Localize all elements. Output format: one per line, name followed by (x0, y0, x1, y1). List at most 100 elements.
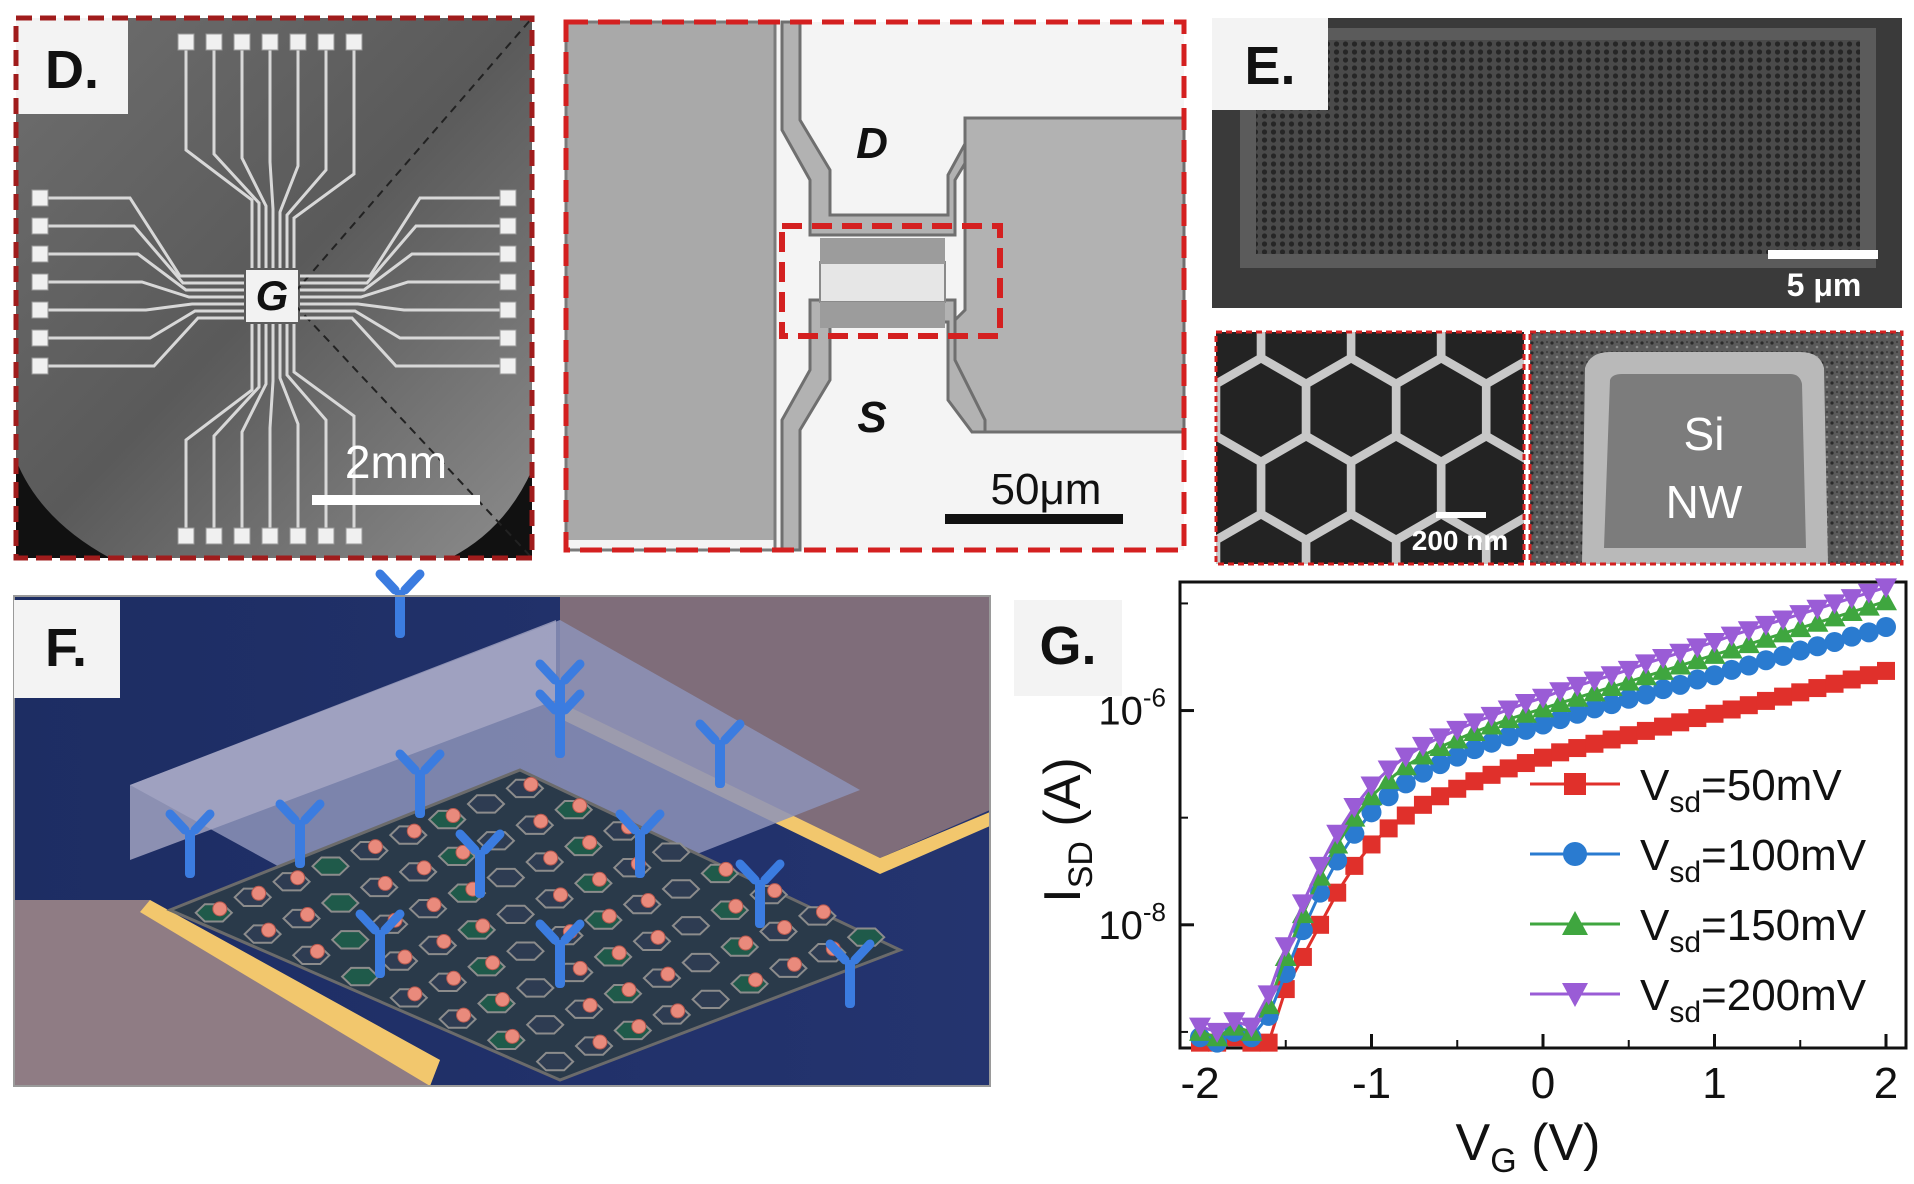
electrode-pad (31, 357, 49, 375)
data-point (1482, 765, 1501, 784)
scale-bar-200nm (1436, 512, 1486, 518)
panel-d-wafer: G 2mm D. (13, 15, 535, 561)
panel-e-hexagon-inset: 200 nm (1214, 330, 1526, 566)
panel-d-device-zoom: D S 50μm (563, 19, 1187, 553)
data-point (1583, 671, 1606, 692)
data-point (1429, 728, 1452, 749)
data-point (1636, 721, 1655, 740)
data-point (1465, 772, 1484, 791)
zoom-highlight-box (779, 223, 1003, 339)
data-point (1842, 670, 1861, 689)
series-200mv (1189, 578, 1897, 1043)
data-point (1532, 688, 1554, 709)
data-point (1671, 713, 1690, 732)
data-point (1808, 679, 1827, 698)
panel-g-label: G. (1039, 616, 1096, 676)
data-point (1326, 824, 1349, 845)
electrode-pad (499, 357, 517, 375)
data-point (1653, 679, 1674, 700)
legend-label: Vsd=200mV (1640, 971, 1867, 1029)
antibody-icon (615, 809, 665, 878)
electrode-pad (261, 33, 279, 51)
antibody-icon (165, 809, 215, 878)
data-point (1378, 786, 1399, 807)
data-point (1447, 746, 1468, 767)
data-point (1654, 717, 1673, 736)
data-point (1688, 709, 1707, 728)
data-point (1704, 665, 1725, 686)
data-point (1686, 638, 1709, 659)
electrode-pad (31, 329, 49, 347)
y-tick-label: 10-6 (1098, 683, 1166, 734)
panel-e-cross-section: Si NW (1528, 330, 1904, 566)
data-point (1754, 615, 1777, 636)
electrode-pad (345, 527, 363, 545)
antibody-icon (695, 719, 745, 788)
panel-d-label-box (16, 18, 128, 114)
data-point (1669, 654, 1692, 675)
electrode-pad (499, 273, 517, 291)
electrode-pad (233, 527, 251, 545)
data-point (1806, 611, 1829, 632)
scale-bar-label-50um: 50μm (991, 465, 1102, 514)
data-point (1223, 1012, 1246, 1033)
data-point (1737, 633, 1760, 654)
antibody-icon (735, 859, 785, 928)
data-point (1601, 694, 1622, 715)
data-point (1562, 911, 1588, 935)
data-point (1722, 700, 1741, 719)
data-point (1240, 1017, 1263, 1038)
data-point (1448, 779, 1467, 798)
electrode-pad (499, 301, 517, 319)
data-point (1551, 743, 1570, 762)
electrode-pad (177, 527, 195, 545)
electrode-pad (289, 527, 307, 545)
data-point (1562, 983, 1588, 1007)
data-point (1360, 776, 1383, 797)
scale-bar-label-2mm: 2mm (345, 436, 447, 488)
x-tick-label: -2 (1180, 1059, 1219, 1108)
x-tick-label: 2 (1874, 1059, 1898, 1108)
data-point (1618, 688, 1639, 709)
electrode-pad (289, 33, 307, 51)
x-tick-label: 0 (1531, 1059, 1555, 1108)
data-point (1857, 595, 1880, 616)
data-point (1585, 734, 1604, 753)
data-point (1634, 654, 1657, 675)
data-point (1789, 617, 1812, 638)
data-point (1824, 631, 1845, 652)
gate-label: G (256, 272, 289, 319)
data-point (1567, 703, 1588, 724)
data-point (1652, 659, 1675, 680)
data-point (1497, 700, 1520, 721)
data-point (1823, 594, 1846, 615)
panel-e-sem-array: 5 μm E. (1212, 18, 1902, 308)
data-point (1431, 787, 1450, 806)
electrode-pad (205, 33, 223, 51)
data-point (1738, 655, 1759, 676)
y-axis-label: ISD (A) (1034, 757, 1100, 902)
data-point (1617, 660, 1640, 681)
electrode-pad (499, 329, 517, 347)
scale-bar-50um (945, 514, 1123, 524)
data-point (1791, 683, 1810, 702)
data-point (1859, 666, 1878, 685)
drain-label: D (856, 119, 888, 168)
data-point (1858, 622, 1879, 643)
data-point (1756, 691, 1775, 710)
electrode-pad (499, 189, 517, 207)
data-point (1514, 694, 1537, 715)
nw-label: NW (1666, 476, 1743, 528)
data-point (1841, 626, 1862, 647)
data-point (1875, 578, 1897, 599)
electrode-pad (261, 527, 279, 545)
antibody-icon (375, 569, 425, 638)
data-point (1600, 666, 1623, 687)
panel-g-label-box (1014, 600, 1122, 696)
data-point (1206, 1022, 1229, 1043)
data-point (1705, 704, 1724, 723)
data-point (1481, 732, 1502, 753)
data-point (1566, 676, 1589, 697)
electrode-pad (31, 273, 49, 291)
data-point (1790, 640, 1811, 661)
